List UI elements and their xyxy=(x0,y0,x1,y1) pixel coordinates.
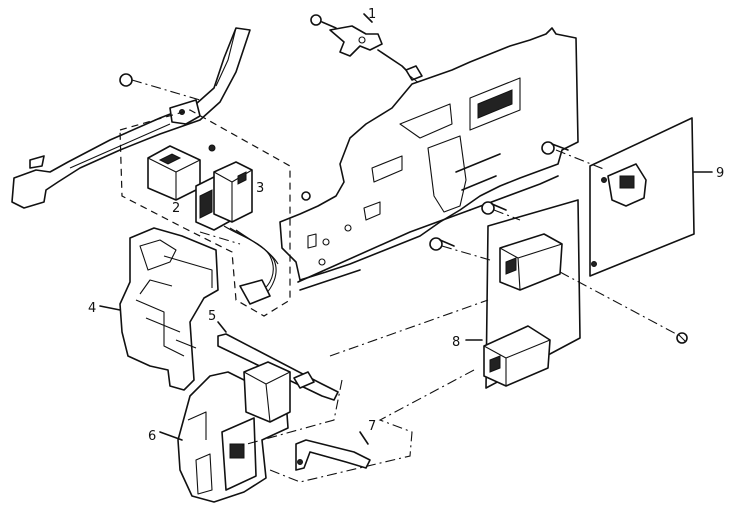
wiring-harness xyxy=(223,225,279,305)
callout-6: 6 xyxy=(148,429,156,444)
part-6-front-bracket xyxy=(159,361,291,503)
callout-8: 8 xyxy=(452,335,460,350)
callout-7: 7 xyxy=(368,419,376,434)
part-7-small-bracket xyxy=(295,431,371,471)
callout-3: 3 xyxy=(256,181,264,196)
part-8-component-panel xyxy=(465,199,581,389)
part-1-top-bracket xyxy=(310,13,423,81)
callout-9: 9 xyxy=(716,166,724,181)
left-rail-bracket xyxy=(11,27,251,209)
callout-5: 5 xyxy=(208,309,216,324)
part-9-rear-panel xyxy=(589,117,713,277)
part-4-left-shield xyxy=(99,227,219,391)
callout-4: 4 xyxy=(88,301,96,316)
subassembly-group-outline xyxy=(119,109,291,317)
callout-labels: 1 2 3 4 5 6 7 8 9 xyxy=(88,7,724,444)
part-3-relay xyxy=(213,161,253,223)
screw xyxy=(676,332,688,344)
assembly-leader-lines xyxy=(131,75,681,483)
callout-1: 1 xyxy=(368,7,376,22)
callout-2: 2 xyxy=(172,201,180,216)
main-chassis-plate xyxy=(279,27,579,291)
